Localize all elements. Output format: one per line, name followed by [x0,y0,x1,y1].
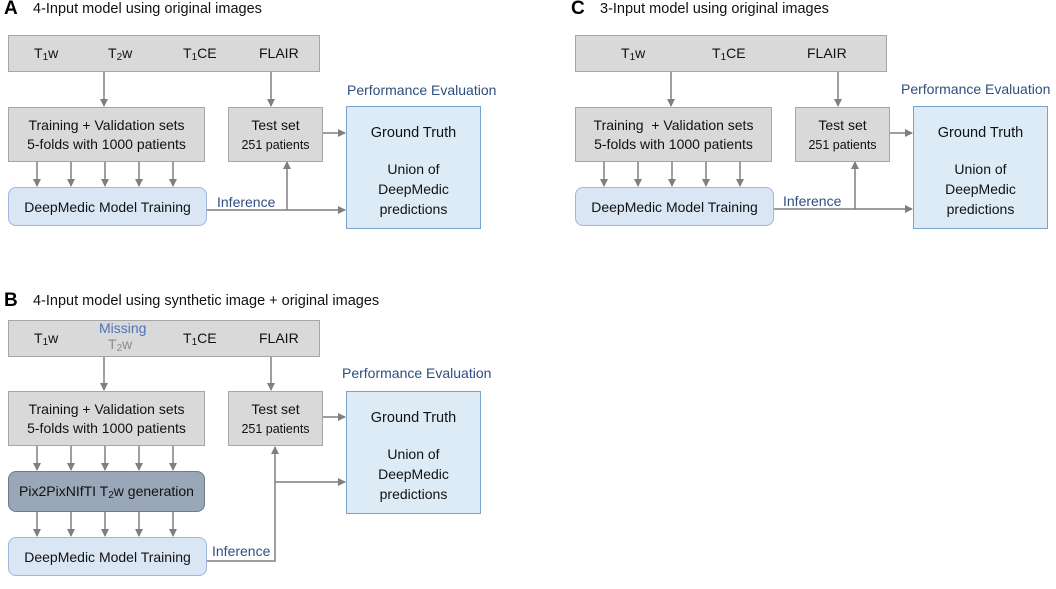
panel-b-input-t1ce: T1CE [183,330,217,348]
panel-c-input-flair: FLAIR [807,45,847,61]
panel-c-test-line2: 251 patients [808,138,877,152]
panel-c-test-box: Test set 251 patients [795,107,890,162]
panel-b-inputs-box [8,320,320,357]
panel-a-union: Union of DeepMedic predictions [347,159,480,219]
panel-b-training-box: Training + Validation sets 5-folds with … [8,391,205,446]
panel-b-generation-label: Pix2PixNIfTI T2w generation [19,482,194,501]
panel-a-input-flair: FLAIR [259,45,299,61]
panel-b-union-line1: Union of [387,446,440,462]
panel-c-training-line1: Training + Validation sets [593,117,754,133]
panel-b-title: 4-Input model using synthetic image + or… [33,293,380,309]
panel-c-input-t1ce: T1CE [712,45,746,63]
arrow-b-inference [207,446,279,562]
panel-a-input-t2w: T2w [108,45,133,63]
panel-a-model-training: DeepMedic Model Training [8,187,207,226]
panel-b-test-line2: 251 patients [241,422,310,436]
panel-c-test-line1: Test set [818,117,867,133]
panel-a-training-line2: 5-folds with 1000 patients [27,136,186,152]
panel-a-union-line1: Union of [387,161,440,177]
panel-b-training-line1: Training + Validation sets [28,401,185,417]
panel-c-union-line3: predictions [946,201,1015,217]
panel-c-output-box: Ground Truth Union of DeepMedic predicti… [913,106,1048,229]
panel-b-inference-label: Inference [212,543,271,559]
panel-c-letter: C [571,0,585,19]
panel-a-test-box: Test set 251 patients [228,107,323,162]
panel-c-training-box: Training + Validation sets 5-folds with … [575,107,772,162]
panel-a-ground-truth: Ground Truth [370,125,457,141]
panel-a-training-box: Training + Validation sets 5-folds with … [8,107,205,162]
panel-b-missing-label: Missing [99,320,147,336]
panel-c-performance-label: Performance Evaluation [901,81,1051,97]
panel-b-output-box: Ground Truth Union of DeepMedic predicti… [346,391,481,514]
panel-c-input-t1w: T1w [621,45,646,63]
panel-b-union: Union of DeepMedic predictions [347,444,480,504]
panel-b-input-t2w-missing: T2w [108,336,133,354]
panel-a-letter: A [4,0,18,19]
panel-b-model-training: DeepMedic Model Training [8,537,207,576]
panel-a-inputs-box [8,35,320,72]
panel-a-inference-label: Inference [217,194,276,210]
panel-a-test-line2: 251 patients [241,138,310,152]
panel-b-test-box: Test set 251 patients [228,391,323,446]
panel-a-performance-label: Performance Evaluation [347,82,497,98]
panel-c-inputs-box [575,35,887,72]
panel-b-test-line1: Test set [251,401,300,417]
panel-b-training-line2: 5-folds with 1000 patients [27,420,186,436]
panel-c-title: 3-Input model using original images [600,1,829,17]
panel-c-union-line2: DeepMedic [945,181,1016,197]
panel-b-input-flair: FLAIR [259,330,299,346]
panel-c-ground-truth: Ground Truth [937,125,1024,141]
panel-a-training-line1: Training + Validation sets [28,117,185,133]
panel-a-input-t1w: T1w [34,45,59,63]
panel-c-union-line1: Union of [954,161,1007,177]
panel-b-performance-label: Performance Evaluation [342,365,492,381]
panel-a-union-line2: DeepMedic [378,181,449,197]
panel-c-inference-label: Inference [783,193,842,209]
panel-c-model-training: DeepMedic Model Training [575,187,774,226]
panel-b-ground-truth: Ground Truth [370,410,457,426]
panel-b-generation-box: Pix2PixNIfTI T2w generation [8,471,205,512]
panel-c-training-line2: 5-folds with 1000 patients [594,136,753,152]
panel-a-union-line3: predictions [379,201,448,217]
panel-b-input-t1w: T1w [34,330,59,348]
panel-c-union: Union of DeepMedic predictions [914,159,1047,219]
panel-a-test-line1: Test set [251,117,300,133]
panel-a-output-box: Ground Truth Union of DeepMedic predicti… [346,106,481,229]
panel-a-title: 4-Input model using original images [33,1,262,17]
panel-b-union-line2: DeepMedic [378,466,449,482]
panel-b-letter: B [4,290,18,311]
panel-b-union-line3: predictions [379,486,448,502]
panel-a-input-t1ce: T1CE [183,45,217,63]
